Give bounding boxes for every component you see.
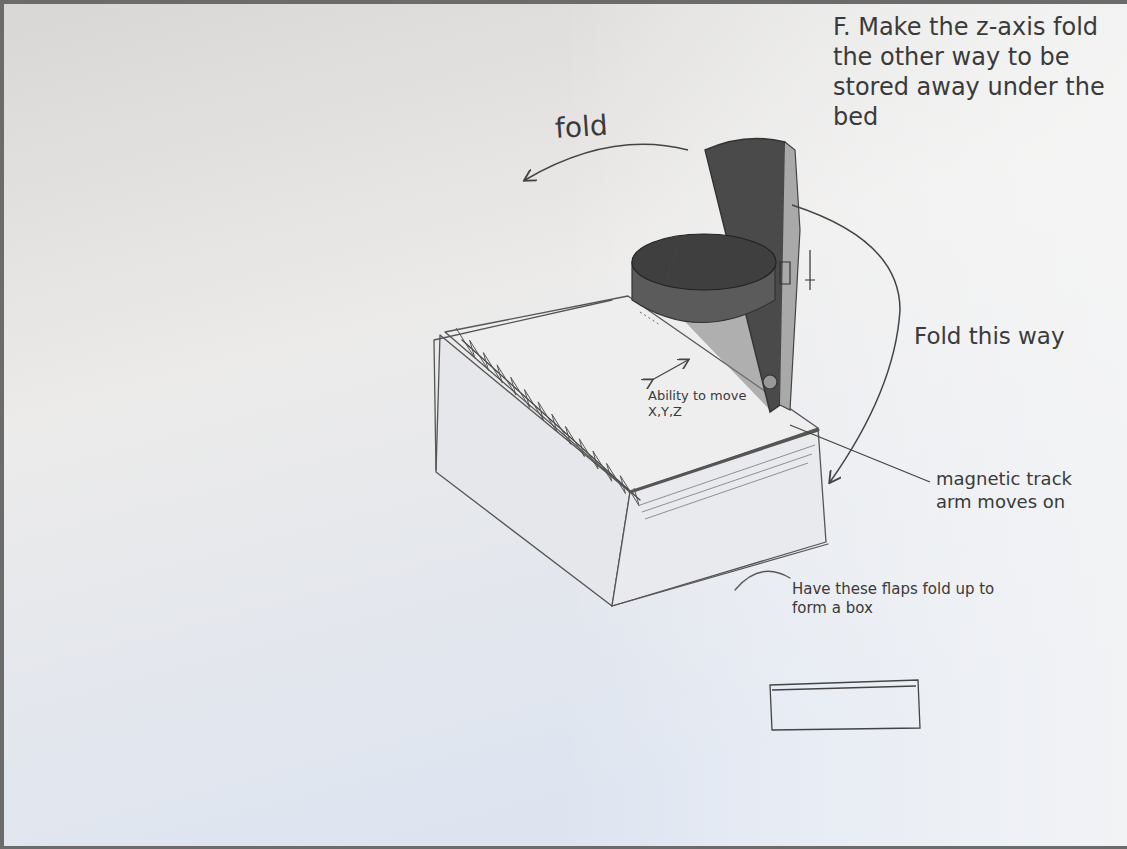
design-note: F. Make the z-axis fold the other way to… (833, 12, 1118, 132)
paper-sheet (4, 4, 1127, 846)
fold-arrow (792, 205, 900, 482)
edge-hatching (640, 445, 815, 519)
fold-note: Fold this way (914, 322, 1074, 351)
flap-note: Have these flaps fold up to form a box (792, 580, 1007, 618)
track-note: magnetic track arm moves on (936, 468, 1076, 513)
hatching (456, 328, 639, 506)
box-sketch (770, 680, 920, 730)
move-arrow (652, 360, 688, 380)
motion-note: Ability to move X,Y,Z (648, 388, 753, 421)
fold-note: fold (554, 105, 646, 146)
dots (640, 312, 660, 325)
leader-line (790, 425, 930, 482)
cable (668, 235, 690, 280)
print-head-disc (632, 234, 776, 323)
fold-arrow (525, 144, 688, 180)
